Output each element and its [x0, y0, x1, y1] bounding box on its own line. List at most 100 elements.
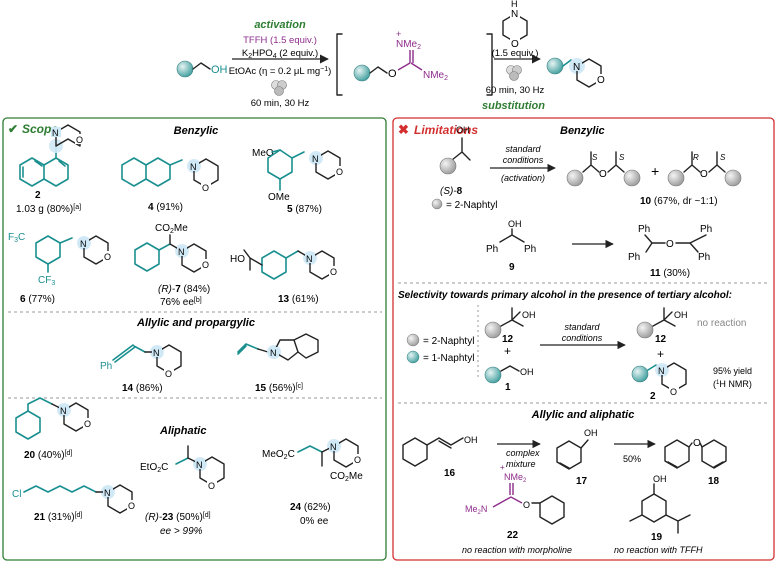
n-label: N	[312, 154, 319, 164]
f3c-label: F3C	[8, 232, 25, 244]
oh-label: OH	[584, 428, 598, 438]
meo2c-label: MeO2C	[262, 449, 295, 461]
nme2-top: NMe2	[396, 39, 421, 51]
cross-icon: ✖	[398, 122, 409, 137]
me2n-label: Me2N	[465, 504, 487, 516]
ph-label: Ph	[100, 361, 112, 372]
plus-sign: +	[504, 344, 511, 358]
selectivity-heading: Selectivity towards primary alcohol in t…	[398, 290, 732, 301]
compound-5: MeO OMe N O 5 (87%)	[252, 148, 345, 215]
oh-label: OH	[522, 310, 536, 320]
conditions-label: conditions	[503, 155, 544, 165]
yield: 1.03 g (80%)[a]	[16, 204, 81, 215]
no-reaction-label: no reaction	[697, 318, 746, 329]
ball-mill-icon-2	[506, 65, 522, 81]
o-label: O	[336, 167, 343, 177]
ee: 76% ee[b]	[160, 297, 202, 308]
oh-label: OH	[464, 435, 478, 445]
yield: (R)-7 (84%)	[158, 284, 210, 295]
compound-7: CO2Me N O (R)-7 (84%) 76% ee[b]	[134, 223, 211, 308]
legend-label-2-naphtyl: = 2-Naphtyl	[423, 336, 474, 347]
compound-id: 9	[509, 262, 515, 273]
yield: (R)-23 (50%)[d]	[145, 512, 211, 523]
co2me-label: CO2Me	[155, 223, 188, 235]
compound-10: O S S + O R S 10 (67%, dr ~1:1)	[566, 151, 742, 207]
compound-id: 2	[650, 391, 656, 402]
o-label: O	[523, 500, 530, 510]
yield: 11 (30%)	[650, 268, 690, 279]
compound-18: O 18	[664, 438, 727, 487]
naphthyl-ball-intermediate	[353, 64, 371, 82]
ph-label: Ph	[638, 224, 650, 235]
oh-label: OH	[456, 125, 470, 135]
yield: 14 (86%)	[122, 383, 163, 394]
naphthyl-ball	[636, 321, 654, 339]
naphthyl-ball-start	[176, 60, 194, 78]
yield-95: 95% yield	[713, 366, 752, 376]
o-label: O	[670, 387, 677, 397]
compound-14: Ph N O 14 (86%)	[100, 344, 182, 394]
oh-label: OH	[508, 219, 522, 229]
legend-label: = 2-Naphtyl	[446, 200, 497, 211]
scope-panel	[2, 117, 387, 561]
naphthyl-ball	[439, 157, 457, 175]
top-reaction-scheme: OH activation TFFH (1.5 equiv.) K2HPO4 (…	[176, 0, 606, 112]
yield-50: 50%	[623, 454, 641, 464]
compound-1: OH 1	[484, 365, 534, 393]
naphthyl-ball-product	[546, 57, 564, 75]
n-label: N	[573, 62, 580, 73]
no-reaction-tffh: no reaction with TFFH	[614, 545, 703, 555]
no-reaction-morpholine: no reaction with morpholine	[462, 545, 572, 555]
oh-label: OH	[653, 474, 667, 484]
compound-22: NMe2 + Me2N O 22 no reaction with morpho…	[462, 463, 572, 555]
compound-15: N 15 (56%)[c]	[237, 333, 319, 394]
compound-id: 1	[505, 382, 511, 393]
naphthyl-ball	[623, 169, 641, 187]
o-label: O	[104, 252, 111, 262]
standard-label: standard	[564, 322, 600, 332]
complex-label: complex	[506, 448, 540, 458]
standard-label: standard	[505, 144, 541, 154]
compound-id: 2	[35, 190, 41, 201]
scope-aliphatic-heading: Aliphatic	[159, 425, 206, 437]
compound-17: OH 17	[556, 428, 598, 487]
stereo-s: S	[592, 153, 598, 162]
o-label: O	[693, 438, 701, 449]
limits-allylic-heading: Allylic and aliphatic	[531, 409, 635, 421]
n-label: N	[104, 488, 111, 498]
ph-label: Ph	[698, 252, 710, 263]
n-label: N	[60, 406, 67, 416]
o-label: O	[700, 169, 708, 180]
ph-label: Ph	[628, 252, 640, 263]
scope-allylic-heading: Allylic and propargylic	[136, 317, 255, 329]
yield: 5 (87%)	[287, 204, 322, 215]
stereo-r: R	[693, 153, 699, 162]
ee: 0% ee	[300, 516, 329, 527]
plus-sign: +	[657, 347, 664, 361]
limitations-heading: Limitations	[414, 123, 478, 137]
cl-label: Cl	[12, 489, 21, 500]
n-label: N	[306, 254, 313, 264]
naphthyl-ball	[631, 365, 649, 383]
o-label: O	[128, 501, 135, 511]
compound-4: N O 4 (91%)	[121, 157, 219, 213]
n-label: N	[80, 239, 87, 249]
yield: 4 (91%)	[148, 202, 183, 213]
naphthyl-ball	[724, 169, 742, 187]
scope-benzylic-heading: Benzylic	[174, 125, 219, 137]
o-label: O	[511, 39, 519, 50]
compound-id: 18	[708, 476, 720, 487]
yield: 20 (40%)[d]	[24, 450, 72, 461]
compound-id: 19	[651, 532, 663, 543]
ho-label: HO	[230, 254, 245, 265]
compound-id: 22	[507, 530, 519, 541]
n-label: N	[178, 247, 185, 257]
morpholine-reagent: N H O	[502, 0, 528, 50]
oh-label: OH	[520, 367, 534, 377]
yield: 6 (77%)	[20, 294, 55, 305]
o-label: O	[597, 75, 605, 86]
yield: 10 (67%, dr ~1:1)	[640, 196, 718, 207]
h-label: H	[511, 0, 518, 9]
